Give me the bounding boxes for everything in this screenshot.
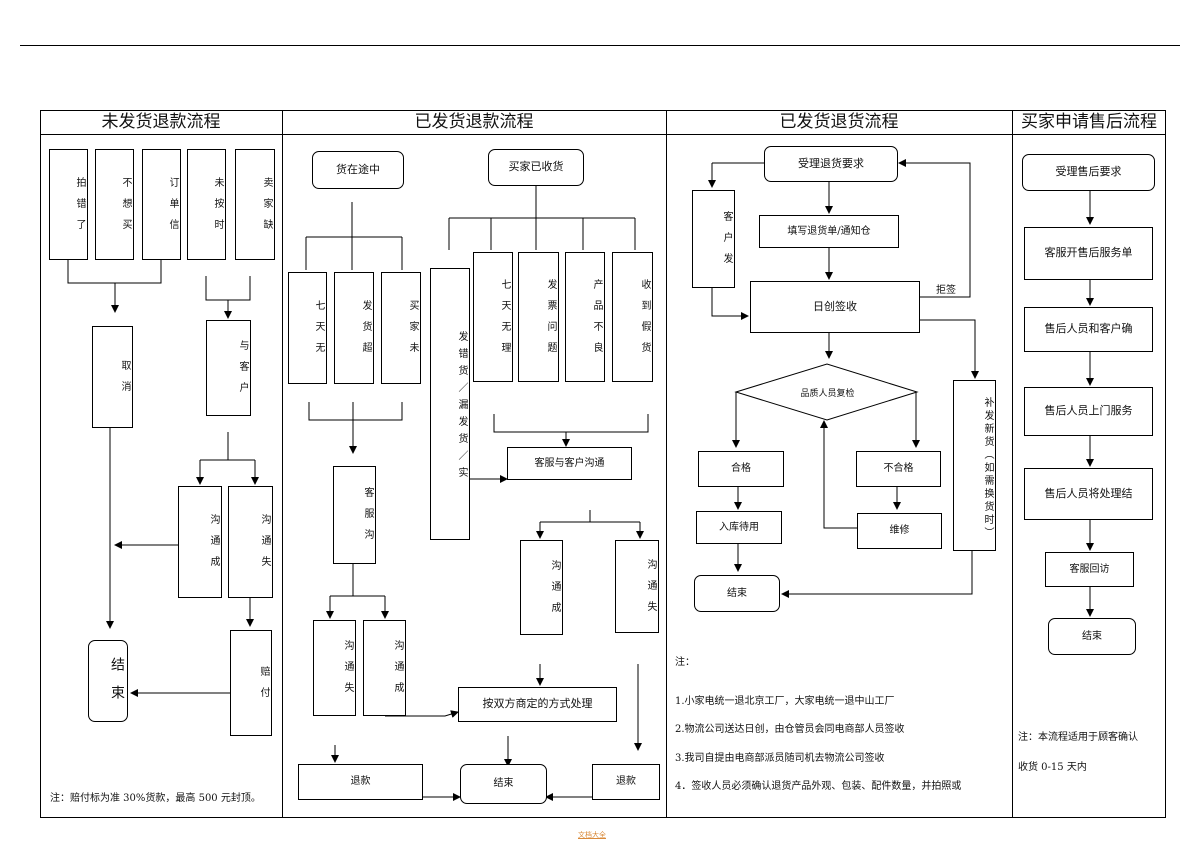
reason-changed-mind: 不想买 [95, 149, 134, 260]
return-note-2: 2.物流公司送达日创，由仓管员会同电商部人员签收 [675, 724, 905, 735]
in-transit-box: 货在途中 [312, 151, 404, 189]
refund-left-box: 退款 [298, 764, 423, 800]
wrong-shipment-box: 发错货／漏发货／实 [430, 268, 470, 540]
transit-reason-7days: 七天无 [288, 272, 327, 384]
compensation-box: 赔付 [230, 630, 272, 736]
return-note-4: 4．签收人员必须确认退货产品外观、包装、配件数量，并拍照或 [675, 781, 962, 792]
aftersales-accept-box: 受理售后要求 [1022, 154, 1155, 191]
header-row [40, 110, 1166, 135]
store-box: 入库待用 [696, 511, 782, 544]
repair-box: 维修 [857, 513, 942, 549]
agreed-handling-box: 按双方商定的方式处理 [458, 687, 617, 722]
left-comm-fail-box: 沟通失 [313, 620, 356, 716]
received-reason-defect: 产品不良 [565, 252, 605, 382]
transit-reason-buyer: 买家未 [381, 272, 421, 384]
column-divider [282, 110, 283, 818]
cs-customer-comm-box: 客服与客户沟通 [507, 447, 632, 480]
return-end-terminal: 结束 [694, 575, 780, 612]
cs-communicate-box: 客服沟 [333, 466, 376, 564]
reason-order-info: 订单信 [142, 149, 181, 260]
service-ticket-box: 客服开售后服务单 [1024, 227, 1153, 280]
customer-ship-box: 客户发 [692, 190, 735, 288]
rc-receive-box: 日创签收 [750, 281, 920, 333]
left-comm-success-box: 沟通成 [363, 620, 406, 716]
comm-fail-box: 沟通失 [228, 486, 273, 598]
contact-customer-box: 与客户 [206, 320, 251, 416]
followup-box: 客服回访 [1045, 552, 1134, 587]
header-shipped-refund: 已发货退款流程 [414, 112, 534, 132]
fail-box: 不合格 [856, 451, 941, 487]
aftersales-note-2: 收货 0-15 天内 [1018, 762, 1087, 773]
return-note-3: 3.我司自提由电商部派员随司机去物流公司签收 [675, 753, 885, 764]
received-reason-invoice: 发票问题 [518, 252, 559, 382]
received-reason-fake: 收到假货 [612, 252, 653, 382]
reason-not-on-time: 未按时 [187, 149, 226, 260]
inspect-diamond [734, 363, 919, 421]
right-comm-success-box: 沟通成 [520, 540, 563, 635]
header-shipped-return: 已发货退货流程 [779, 112, 899, 132]
fill-return-form-box: 填写退货单/通知仓 [759, 215, 899, 248]
received-reason-7days: 七天无理 [473, 252, 513, 382]
refund-end-terminal: 结束 [460, 764, 547, 804]
pass-box: 合格 [698, 451, 784, 487]
reason-wrong-order: 拍错了 [49, 149, 88, 260]
right-comm-fail-box: 沟通失 [615, 540, 659, 633]
accept-return-box: 受理退货要求 [764, 146, 898, 182]
column-divider [666, 110, 667, 818]
cancel-box: 取消 [92, 326, 133, 428]
reject-label: 拒签 [936, 285, 956, 296]
result-report-box: 售后人员将处理结 [1024, 468, 1153, 520]
comm-success-box: 沟通成 [178, 486, 222, 598]
return-note-title: 注： [675, 657, 695, 668]
end-terminal: 结束 [88, 640, 128, 722]
aftersales-note-1: 注：本流程适用于顾客确认 [1018, 732, 1138, 743]
column-divider [1012, 110, 1013, 818]
header-aftersales: 买家申请售后流程 [1021, 112, 1157, 132]
inspect-label: 品质人员复检 [800, 389, 855, 399]
unshipped-note: 注：赔付标为准 30%货款，最高 500 元封顶。 [50, 793, 261, 804]
return-note-1: 1.小家电统一退北京工厂，大家电统一退中山工厂 [675, 696, 895, 707]
header-unshipped-refund: 未发货退款流程 [101, 112, 221, 132]
footer-link[interactable]: 文档大全 [578, 831, 606, 839]
table-frame [40, 110, 1166, 818]
aftersales-end-terminal: 结束 [1048, 618, 1136, 655]
buyer-received-box: 买家已收货 [488, 149, 584, 186]
transit-reason-late: 发货超 [334, 272, 374, 384]
top-rule [20, 45, 1180, 46]
reason-out-of-stock: 卖家缺 [235, 149, 275, 260]
onsite-service-box: 售后人员上门服务 [1024, 387, 1153, 436]
refund-right-box: 退款 [592, 764, 660, 800]
reissue-box: 补发新货（如需换货时） [953, 380, 996, 551]
confirm-customer-box: 售后人员和客户确 [1024, 307, 1153, 352]
